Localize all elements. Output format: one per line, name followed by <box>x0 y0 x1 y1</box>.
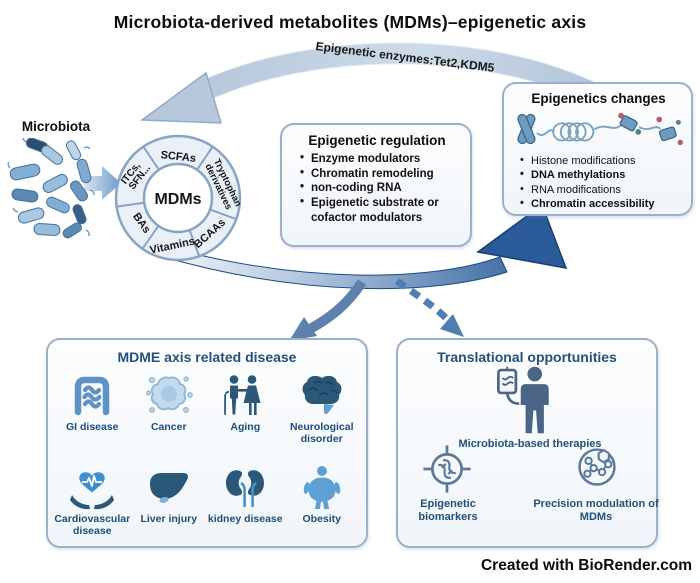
changes-item: DNA methylations <box>520 167 683 182</box>
changes-title: Epigenetics changes <box>531 91 666 106</box>
mdm-to-epigenetics-arrow <box>156 203 568 290</box>
intestine-icon <box>75 376 110 416</box>
disease-item-liver: Liver injury <box>131 463 208 549</box>
translational-item-label: Microbiota-based therapies <box>458 438 602 450</box>
heart-hands-icon <box>70 472 115 510</box>
nucleosome-icon <box>619 115 638 132</box>
disease-grid: GI disease Cancer <box>54 371 360 549</box>
page-title: Microbiota-derived metabolites (MDMs)–ep… <box>113 12 587 32</box>
elderly-couple-icon <box>224 375 261 415</box>
iv-therapy-person-icon <box>497 366 549 434</box>
arrow-to-disease-box <box>289 279 367 341</box>
molecule-network-icon <box>578 448 616 486</box>
changes-item: RNA modifications <box>520 182 683 197</box>
regulation-item: non-coding RNA <box>300 180 460 196</box>
kidney-icon <box>226 470 265 507</box>
disease-title: MDME axis related disease <box>117 349 297 365</box>
mdm-metabolite-wheel: MDMs SCFAs Tryptophan derivatives BCAAs … <box>114 134 244 262</box>
disease-item-aging: Aging <box>207 371 284 463</box>
regulation-item: Epigenetic substrate or cofactor modulat… <box>300 195 460 225</box>
epigenetic-regulation-panel: Epigenetic regulation Enzyme modulators … <box>280 123 472 247</box>
bacteria-cluster-icon <box>7 138 95 239</box>
chromatin-coil-icon <box>552 122 595 142</box>
microbiota-to-mdm-arrow <box>84 166 121 200</box>
brain-icon <box>302 375 342 415</box>
chromosome-icon <box>517 113 536 145</box>
translational-item-label: Precision modulation of MDMs <box>533 498 659 523</box>
changes-item: Chromatin accessibility <box>520 196 683 211</box>
microbiota-label: Microbiota <box>21 119 91 134</box>
translational-panel: Translational opportunities Microbiota-b… <box>396 338 659 548</box>
obese-person-icon <box>303 466 340 509</box>
wheel-segment-scfas: SCFAs <box>160 149 197 165</box>
arrow-to-translational-box <box>395 278 464 337</box>
regulation-item: Enzyme modulators <box>300 151 460 167</box>
disease-panel: MDME axis related disease GI disease <box>46 338 368 548</box>
disease-item-gi: GI disease <box>54 371 131 463</box>
translational-item-label: Epigenetic biomarkers <box>418 498 478 523</box>
biorender-credit: Created with BioRender.com <box>480 557 692 574</box>
regulation-item: Chromatin remodeling <box>300 166 460 182</box>
changes-item: Histone modifications <box>520 153 683 168</box>
translational-title: Translational opportunities <box>437 349 617 365</box>
disease-item-cardio: Cardiovascular disease <box>54 463 131 549</box>
biomarker-target-icon <box>423 445 471 493</box>
liver-icon <box>149 473 188 503</box>
wheel-center-label: MDMs <box>154 191 201 208</box>
disease-item-cancer: Cancer <box>131 371 208 463</box>
regulation-title: Epigenetic regulation <box>308 133 446 148</box>
disease-item-obesity: Obesity <box>284 463 361 549</box>
epigenetics-changes-panel: Epigenetics changes Histone modification… <box>502 82 693 216</box>
chromatin-illustration <box>517 112 683 146</box>
disease-item-neuro: Neurological disorder <box>284 371 361 463</box>
cancer-cell-icon <box>145 376 193 414</box>
disease-item-kidney: kidney disease <box>207 463 284 549</box>
nucleosome-icon <box>658 126 677 142</box>
